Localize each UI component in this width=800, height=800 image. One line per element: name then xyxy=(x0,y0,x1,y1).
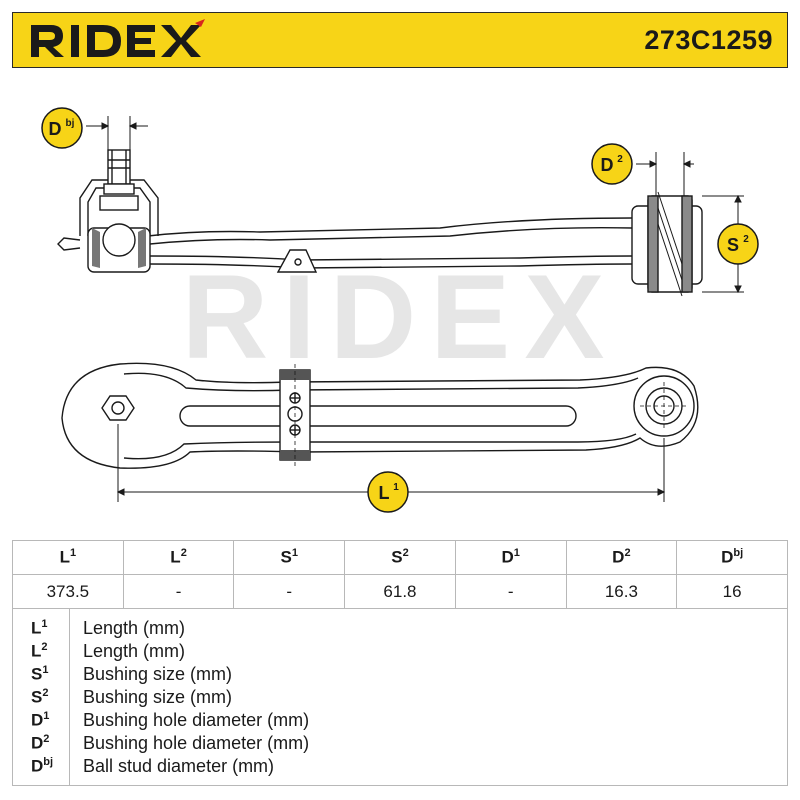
legend-text: Length (mm) xyxy=(83,618,186,638)
legend-key: D1 xyxy=(31,710,50,730)
legend-key: S2 xyxy=(31,687,49,707)
badge-l1: L 1 xyxy=(367,471,409,513)
ridex-logo xyxy=(31,19,205,57)
legend-item: Dbj Ball stud diameter (mm) xyxy=(13,756,787,778)
svg-text:2: 2 xyxy=(617,154,623,165)
spec-header-s1: S1 xyxy=(233,540,346,575)
legend-key: D2 xyxy=(31,733,50,753)
legend-text: Length (mm) xyxy=(83,641,186,661)
top-view xyxy=(61,362,699,469)
svg-text:2: 2 xyxy=(743,234,749,245)
legend-key: Dbj xyxy=(31,756,54,776)
spec-value-d2: 16.3 xyxy=(565,574,678,609)
badge-s2: S 2 xyxy=(717,223,759,265)
spec-value-d1: - xyxy=(454,574,567,609)
dbj-dimension xyxy=(86,116,148,150)
legend-item: S1 Bushing size (mm) xyxy=(13,664,787,686)
spec-header-s2: S2 xyxy=(344,540,456,575)
legend-key: S1 xyxy=(31,664,49,684)
side-view xyxy=(57,149,633,273)
spec-header-l2: L2 xyxy=(122,540,235,575)
spec-table-value-row: 373.5 - - 61.8 - 16.3 16 xyxy=(12,574,788,609)
spec-header-l1: L1 xyxy=(12,540,124,575)
badge-d2: D 2 xyxy=(591,143,633,185)
legend-item: L2 Length (mm) xyxy=(13,641,787,663)
spec-value-dbj: 16 xyxy=(676,574,788,609)
svg-text:L: L xyxy=(379,483,390,503)
svg-text:1: 1 xyxy=(393,482,399,493)
spec-value-l1: 373.5 xyxy=(12,574,124,609)
part-number: 273C1259 xyxy=(644,25,773,55)
spec-table: L1 L2 S1 S2 D1 D2 Dbj 373.5 - - 61.8 - 1… xyxy=(12,540,788,609)
legend-key: L2 xyxy=(31,641,48,661)
arm-outline xyxy=(61,362,699,469)
badge-dbj: D bj xyxy=(41,107,83,149)
legend-item: D2 Bushing hole diameter (mm) xyxy=(13,733,787,755)
legend-item: S2 Bushing size (mm) xyxy=(13,687,787,709)
legend-key: L1 xyxy=(31,618,48,638)
legend-text: Ball stud diameter (mm) xyxy=(83,756,275,776)
spec-header-dbj: Dbj xyxy=(676,540,788,575)
spec-header-d1: D1 xyxy=(454,540,567,575)
spec-value-s2: 61.8 xyxy=(344,574,456,609)
spec-value-l2: - xyxy=(122,574,235,609)
legend-text: Bushing size (mm) xyxy=(83,664,233,684)
legend-item: D1 Bushing hole diameter (mm) xyxy=(13,710,787,732)
svg-text:bj: bj xyxy=(66,118,75,129)
spec-header-d2: D2 xyxy=(565,540,678,575)
legend: L1 Length (mm) L2 Length (mm) S1 Bushing… xyxy=(12,608,788,786)
arm-upper-edge xyxy=(147,217,633,237)
spec-value-s1: - xyxy=(233,574,346,609)
arm-inner-edge xyxy=(149,226,633,245)
legend-text: Bushing hole diameter (mm) xyxy=(83,710,310,730)
legend-text: Bushing size (mm) xyxy=(83,687,233,707)
d2-dimension xyxy=(636,152,694,196)
bushing-side-view xyxy=(631,191,703,297)
legend-divider xyxy=(69,608,70,785)
header-bar: 273C1259 xyxy=(12,12,788,68)
technical-drawing: RIDEX xyxy=(41,107,759,513)
watermark-text: RIDEX xyxy=(182,250,619,384)
legend-item: L1 Length (mm) xyxy=(13,618,787,640)
svg-text:D: D xyxy=(601,155,614,175)
legend-text: Bushing hole diameter (mm) xyxy=(83,733,310,753)
svg-text:S: S xyxy=(727,235,739,255)
spec-table-header-row: L1 L2 S1 S2 D1 D2 Dbj xyxy=(12,540,788,575)
svg-text:D: D xyxy=(49,119,62,139)
